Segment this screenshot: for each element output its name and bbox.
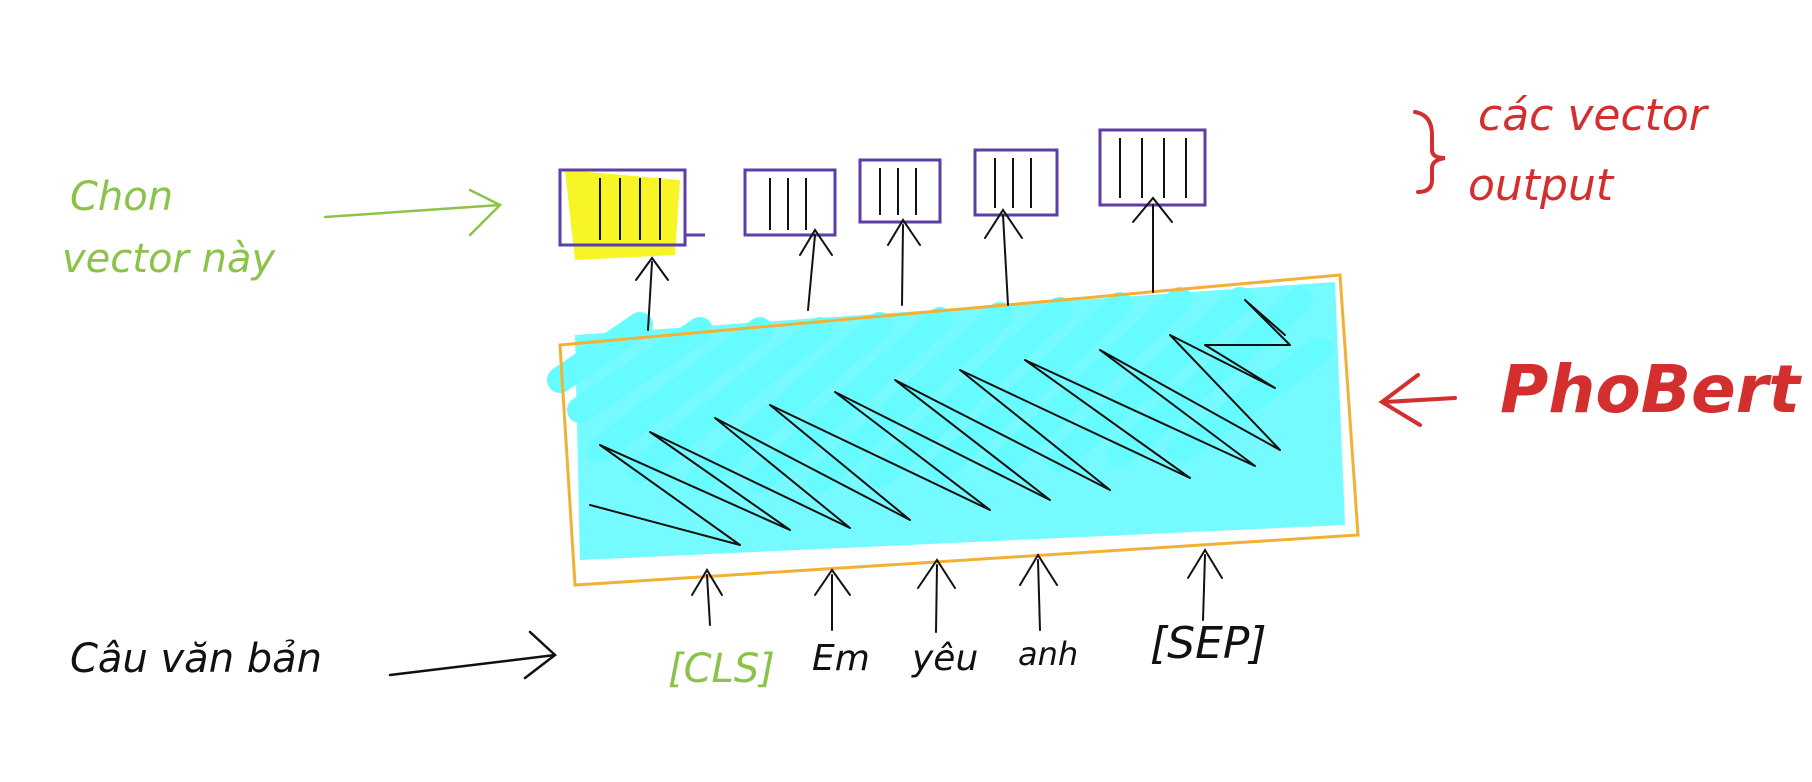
output-brace: [1413, 110, 1446, 194]
token-em: Em: [812, 638, 870, 679]
token-cls: [CLS]: [668, 646, 775, 692]
output-label-line2: output: [1468, 160, 1615, 211]
output-vector-yeu: [858, 158, 942, 224]
output-label-line1: các vector: [1478, 90, 1710, 141]
token-yeu: yêu: [911, 638, 978, 679]
output-vector-em: [743, 168, 837, 237]
output-arrows: [635, 196, 1173, 331]
phobert-pointer-arrow: [1378, 373, 1457, 427]
sentence-label: Câu văn bản: [70, 636, 322, 682]
phobert-label: PhoBert: [1500, 351, 1802, 428]
input-arrows: [691, 548, 1223, 633]
output-vectors: [558, 128, 1207, 260]
token-anh: anh: [1018, 635, 1078, 673]
phobert-box: [558, 273, 1360, 587]
token-sep: [SEP]: [1150, 618, 1267, 669]
choose-arrow: [323, 188, 503, 237]
choose-label-line2: vector này: [62, 236, 276, 282]
cls-output-vector: [558, 168, 705, 260]
output-vector-sep: [1098, 128, 1207, 207]
choose-label-line1: Chon: [70, 174, 173, 220]
sentence-arrow: [388, 630, 557, 680]
output-vector-anh: [973, 148, 1059, 217]
phobert-scribble: [589, 299, 1291, 546]
